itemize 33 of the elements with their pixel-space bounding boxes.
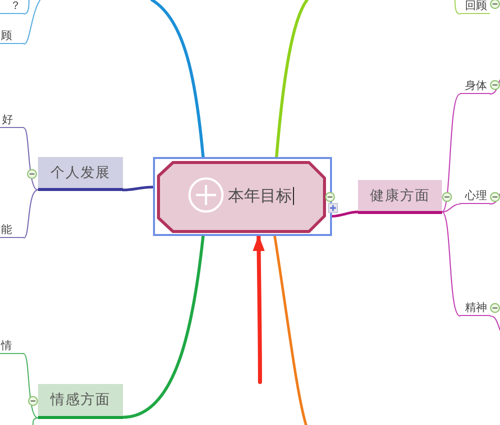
branch-line bbox=[32, 417, 39, 425]
subtopic-text: 心理 bbox=[460, 188, 490, 204]
subtopic-text: ？ bbox=[0, 0, 24, 14]
subtopic-text: 精神 bbox=[460, 298, 490, 316]
topic-box: 个人发展 bbox=[38, 157, 123, 191]
subtopic-text: 情 bbox=[0, 339, 24, 354]
topic-box: 健康方面 bbox=[358, 180, 442, 214]
branch-line bbox=[275, 0, 308, 158]
topic-box: 情感方面 bbox=[38, 384, 123, 419]
branch-line bbox=[489, 79, 500, 95]
branch-line bbox=[489, 193, 500, 205]
subtopic-text: 好 bbox=[0, 110, 24, 128]
subtopic-text: 回顾 bbox=[460, 0, 490, 14]
topic-text: 本年目标 bbox=[228, 186, 292, 206]
branch-line bbox=[150, 0, 205, 158]
branch-line bbox=[23, 353, 39, 418]
arrow bbox=[252, 234, 265, 384]
branch-line bbox=[454, 0, 461, 15]
branch-line bbox=[23, 189, 39, 239]
branch-line bbox=[23, 0, 41, 45]
branch-line bbox=[441, 93, 461, 213]
branch-line bbox=[23, 0, 30, 15]
subtopic-text: 顾 bbox=[0, 29, 24, 44]
subtopic-text: 能 bbox=[0, 221, 24, 238]
branch-line bbox=[441, 203, 461, 213]
branch-line bbox=[122, 186, 154, 192]
branch-line bbox=[441, 211, 461, 317]
branch-line bbox=[489, 315, 500, 331]
subtopic-text: 身体 bbox=[460, 77, 490, 94]
branch-line bbox=[273, 234, 308, 425]
branch-line bbox=[122, 234, 205, 419]
branch-line bbox=[23, 127, 39, 191]
branch-line bbox=[330, 210, 360, 218]
